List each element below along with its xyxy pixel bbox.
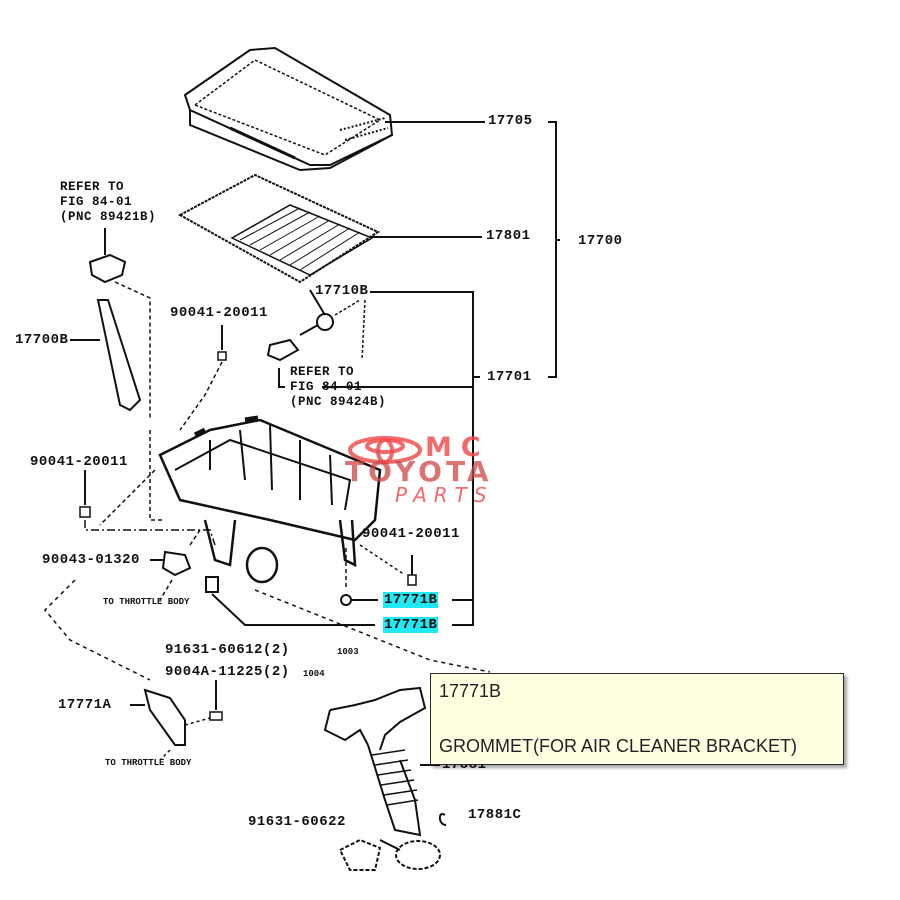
part-label-17881c[interactable]: 17881C <box>468 807 522 823</box>
part-label-17701[interactable]: 17701 <box>487 369 532 385</box>
bracket-17701-right <box>370 291 474 626</box>
tooltip-part-description: GROMMET(FOR AIR CLEANER BRACKET) <box>439 736 798 756</box>
part-label-17771b-highlighted[interactable]: 17771B <box>383 592 439 608</box>
part-label-17801[interactable]: 17801 <box>486 228 531 244</box>
reference-note-89421b: REFER TO FIG 84-01 (PNC 89421B) <box>60 180 156 225</box>
highlighted-text: 17771B <box>383 617 439 633</box>
part-tooltip: 17771B GROMMET(FOR AIR CLEANER BRACKET) <box>430 673 844 765</box>
part-label-91631-60612[interactable]: 91631-60612(2) <box>165 642 290 658</box>
note-to-throttle-body: TO THROTTLE BODY <box>105 758 192 768</box>
note-1003: 1003 <box>337 647 359 657</box>
air-filter-element-drawing <box>177 173 381 284</box>
part-label-90043-01320[interactable]: 90043-01320 <box>42 552 140 568</box>
note-to-throttle-body: TO THROTTLE BODY <box>103 597 190 607</box>
highlighted-text: 17771B <box>383 592 439 608</box>
part-label-17700[interactable]: 17700 <box>578 233 623 249</box>
part-label-17771a[interactable]: 17771A <box>58 697 112 713</box>
air-cleaner-cap-drawing <box>183 46 394 172</box>
air-cleaner-case-drawing <box>158 415 382 584</box>
reference-note-89424b: REFER TO FIG 84-01 (PNC 89424B) <box>290 365 386 410</box>
ref-line: REFER TO <box>290 365 355 379</box>
part-label-90041-20011-left[interactable]: 90041-20011 <box>30 454 128 470</box>
note-1004: 1004 <box>303 669 325 679</box>
part-label-91631-60622[interactable]: 91631-60622 <box>248 814 346 830</box>
part-label-90041-20011-top[interactable]: 90041-20011 <box>170 305 268 321</box>
ref-line: REFER TO <box>60 180 125 194</box>
bracket-17700 <box>548 121 557 378</box>
part-label-17705[interactable]: 17705 <box>488 113 533 129</box>
intake-hose-drawing <box>323 686 441 871</box>
ref-line: FIG 84-01 <box>60 195 133 209</box>
part-label-17710b[interactable]: 17710B <box>315 283 369 299</box>
part-label-9004a-11225[interactable]: 9004A-11225(2) <box>165 664 290 680</box>
part-label-17771b-highlighted[interactable]: 17771B <box>383 617 439 633</box>
tooltip-part-number: 17771B <box>439 681 502 701</box>
ref-line[interactable]: (PNC 89424B) <box>290 395 387 409</box>
ref-line[interactable]: (PNC 89421B) <box>60 210 157 224</box>
part-label-90041-20011-right[interactable]: 90041-20011 <box>362 526 460 542</box>
part-label-17700b[interactable]: 17700B <box>15 332 69 348</box>
ref-line: FIG 84-01 <box>290 380 363 394</box>
